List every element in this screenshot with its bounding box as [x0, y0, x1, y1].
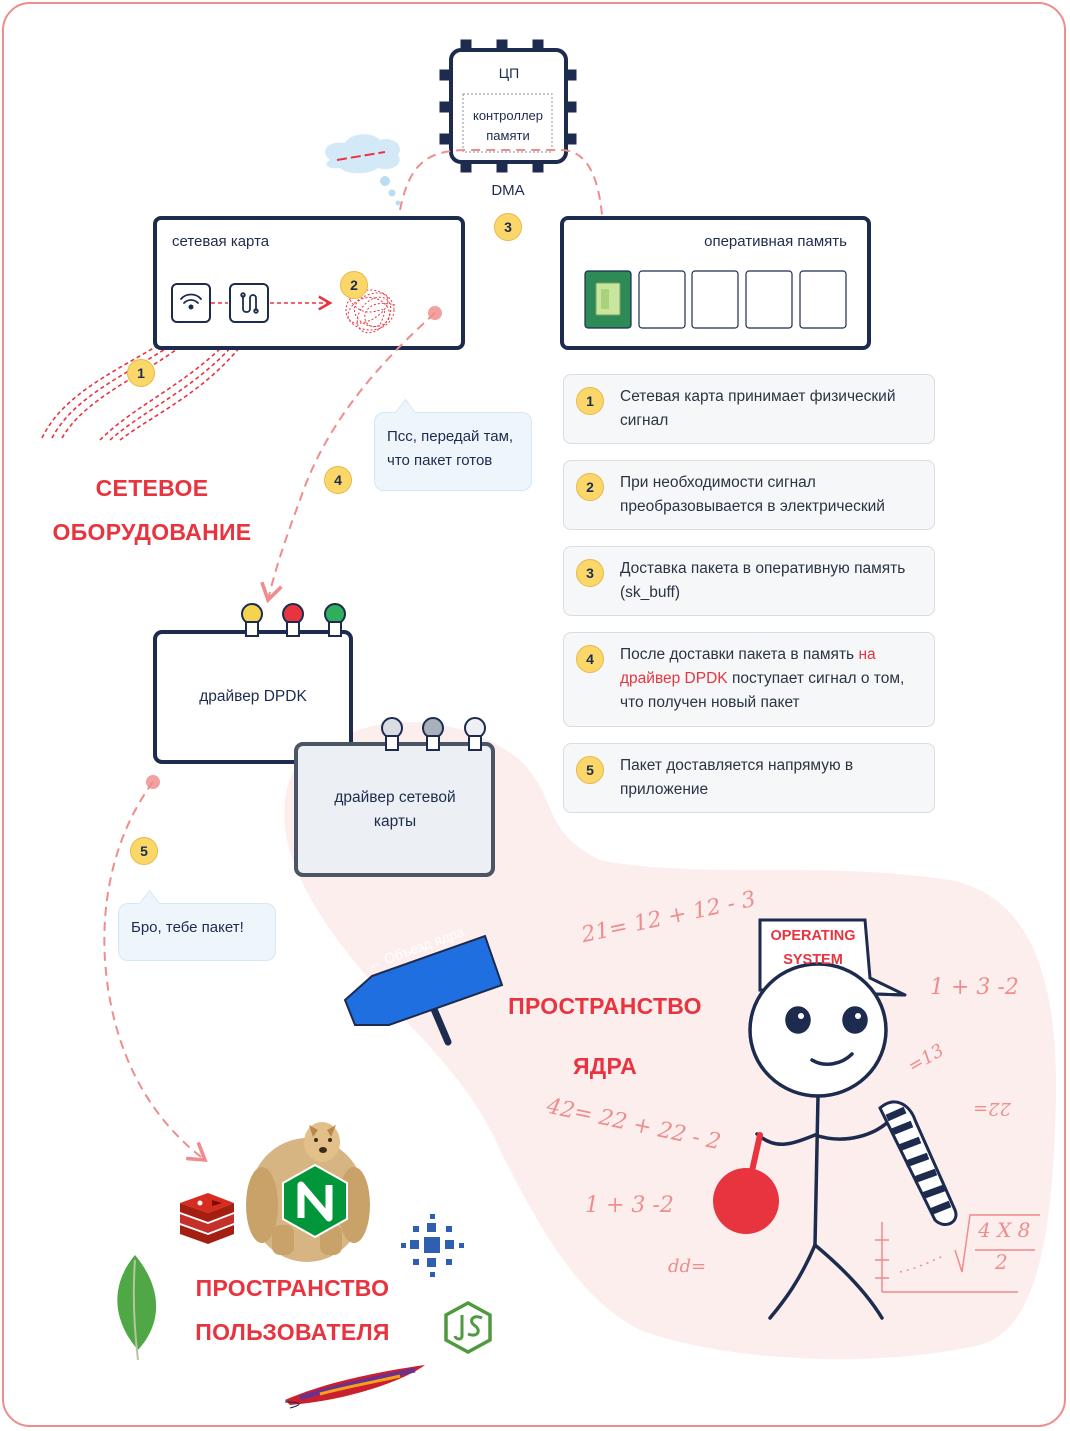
os-hat-label: OPERATING SYSTEM — [770, 928, 856, 968]
lamp-off-2-icon — [422, 717, 444, 751]
step-badge-1: 1 — [576, 387, 604, 415]
math-scribble-8: 4 X 8 — [978, 1218, 1031, 1242]
kernel-space-area — [284, 722, 1057, 1360]
ram-slot-2 — [638, 270, 686, 329]
psst-bubble: Псс, передай там, что пакет готов — [374, 412, 532, 491]
thought-cloud — [325, 134, 401, 206]
mongodb-leaf-icon — [117, 1255, 157, 1361]
diagram-badge-4: 4 — [324, 466, 352, 494]
math-scribble-4: 22= — [973, 1098, 1011, 1119]
converter-icon — [240, 292, 259, 314]
nic-driver-label: драйвер сетевой карты — [334, 788, 456, 830]
math-scribble-9: 2 — [995, 1250, 1008, 1274]
network-hardware-label: СЕТЕВОЕ ОБОРУДОВАНИЕ — [52, 475, 252, 545]
delivery-path — [103, 781, 208, 1163]
kernel-space-label: ПРОСТРАНСТВО ЯДРА — [508, 993, 702, 1079]
step-text-3: Доставка пакета в оперативную память (sk… — [620, 560, 906, 601]
red-ball — [713, 1168, 779, 1234]
step-badge-3: 3 — [576, 559, 604, 587]
memory-controller-box — [462, 93, 553, 153]
lamp-off-1-icon — [381, 717, 403, 751]
lamp-yellow-icon — [241, 603, 263, 637]
diagram-badge-1: 1 — [127, 359, 155, 387]
step-text-4-pre: После доставки пакета в память — [620, 646, 855, 663]
user-space-label: ПРОСТРАНСТВО ПОЛЬЗОВАТЕЛЯ — [195, 1275, 390, 1345]
lamp-green-icon — [324, 603, 346, 637]
mosaic-logo-icon — [399, 1212, 465, 1278]
apache-feather-icon — [284, 1365, 425, 1409]
step-badge-4: 4 — [576, 645, 604, 673]
detour-sign — [343, 934, 504, 1046]
notify-path — [260, 312, 436, 604]
dma-label: DMA — [491, 182, 525, 199]
step-card-5: 5 Пакет доставляется напрямую в приложен… — [563, 743, 935, 813]
bro-bubble: Бро, тебе пакет! — [118, 903, 276, 961]
nginx-logo-icon — [282, 1163, 348, 1239]
psst-bubble-text: Псс, передай там, что пакет готов — [387, 428, 514, 469]
step-text-5: Пакет доставляется напрямую в приложение — [620, 757, 854, 798]
math-scribble-7: dd= — [668, 1256, 707, 1277]
step-badge-2: 2 — [576, 473, 604, 501]
step-text-4-highlight: на драйвер DPDK — [620, 646, 876, 687]
memory-controller-label: контроллер памяти — [472, 108, 543, 143]
math-scribble-2: 1 + 3 -2 — [930, 975, 1019, 1000]
wifi-port — [171, 283, 211, 323]
packet-icon — [595, 282, 621, 316]
redis-logo-icon — [180, 1193, 234, 1244]
cpu-title: ЦП — [498, 65, 520, 81]
ram-title: оперативная память — [704, 233, 847, 250]
striped-bat — [878, 1100, 958, 1226]
step-text-1: Сетевая карта принимает физический сигна… — [620, 388, 896, 429]
step-card-1: 1 Сетевая карта принимает физический сиг… — [563, 374, 935, 444]
nic-title: сетевая карта — [172, 233, 270, 250]
dpdk-driver-label: драйвер DPDK — [199, 688, 307, 705]
step-card-4: 4 После доставки пакета в память на драй… — [563, 632, 935, 727]
step-text-2: При необходимости сигнал преобразовывает… — [620, 474, 885, 515]
wifi-icon — [180, 293, 202, 310]
step-text-4-post: поступает сигнал о том, что получен новы… — [620, 670, 905, 711]
diagram-badge-5: 5 — [130, 837, 158, 865]
signal-scribble — [345, 289, 396, 334]
diagram-badge-2: 2 — [340, 271, 368, 299]
ram-slot-4 — [745, 270, 793, 329]
nodejs-logo-icon — [444, 1301, 492, 1354]
step-card-3: 3 Доставка пакета в оперативную память (… — [563, 546, 935, 616]
ram-slot-3 — [691, 270, 739, 329]
bro-bubble-text: Бро, тебе пакет! — [131, 919, 244, 936]
lamp-off-3-icon — [464, 717, 486, 751]
os-head — [748, 962, 888, 1098]
step-card-2: 2 При необходимости сигнал преобразовыва… — [563, 460, 935, 530]
os-character — [748, 918, 907, 1320]
converter-port — [229, 283, 269, 323]
math-scribble-6: 1 + 3 -2 — [585, 1193, 674, 1218]
diagram-badge-3: 3 — [494, 213, 522, 241]
graph-sketch — [875, 1214, 1040, 1293]
lamp-red-icon — [282, 603, 304, 637]
step-badge-5: 5 — [576, 756, 604, 784]
ram-slot-5 — [799, 270, 847, 329]
